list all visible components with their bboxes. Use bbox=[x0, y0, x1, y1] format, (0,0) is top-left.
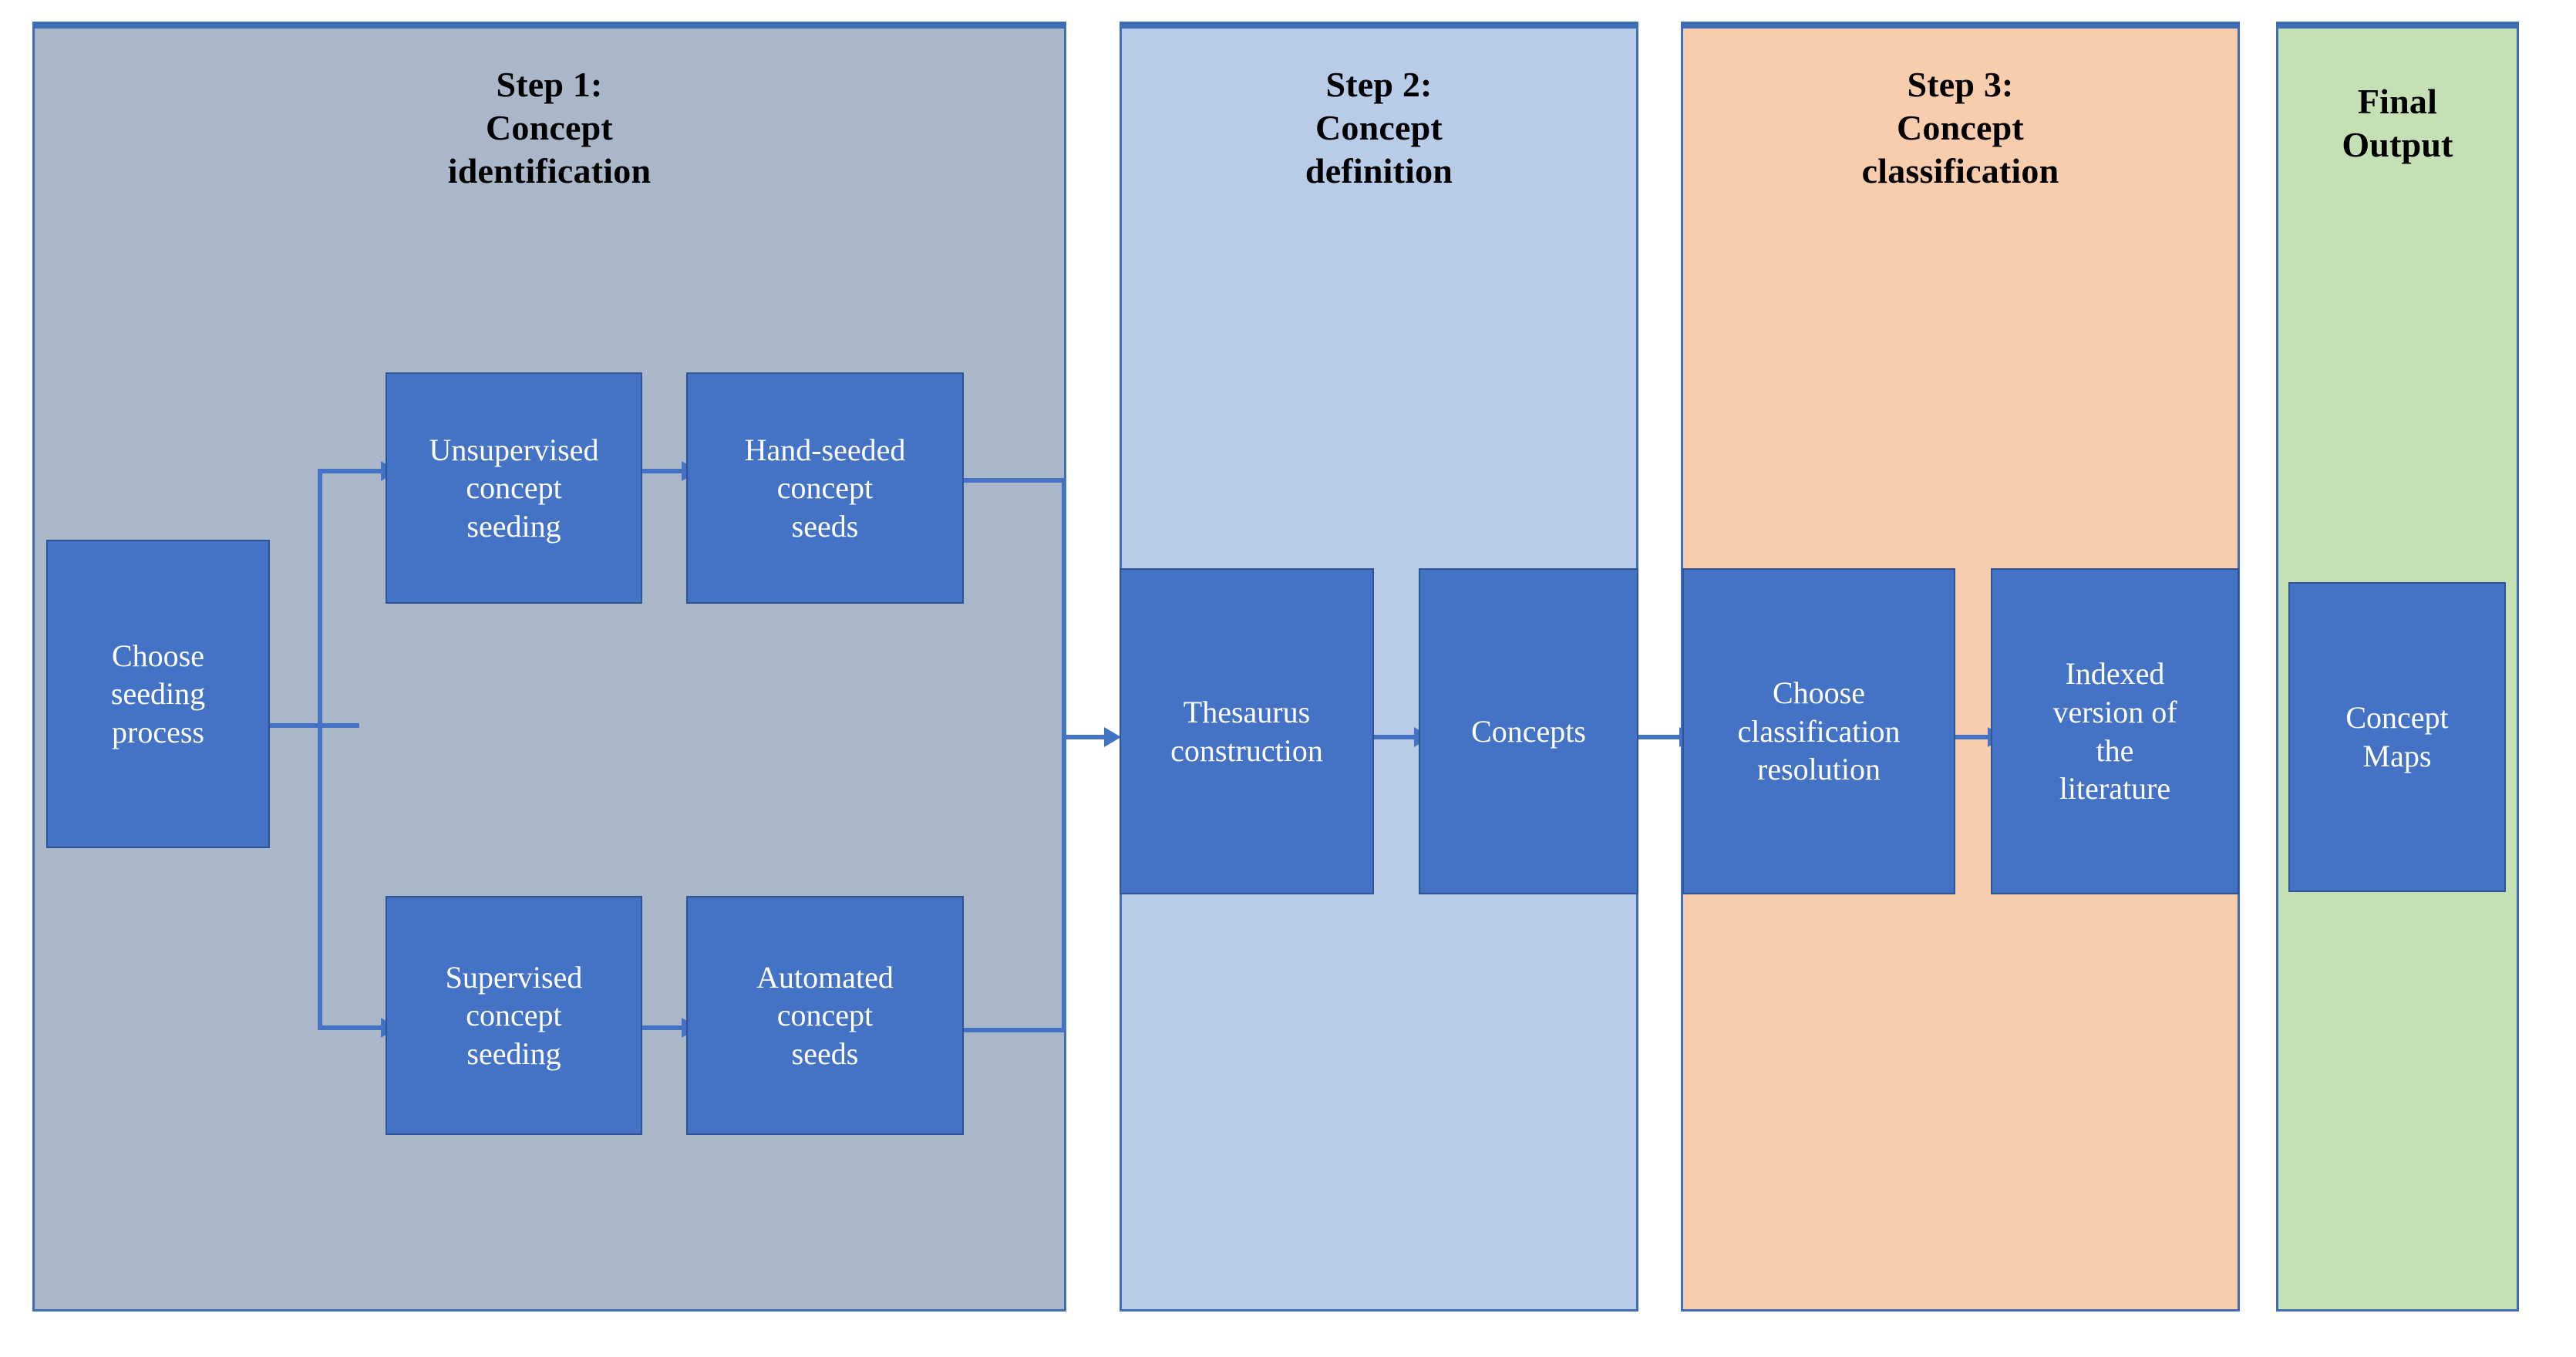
panel-step1-title: Step 1: Concept identification bbox=[447, 65, 652, 191]
node-label: Concept Maps bbox=[2345, 700, 2449, 773]
node-indexed-version-of-the-literature[interactable]: Indexed version of the literature bbox=[1991, 568, 2239, 894]
edge-automated-to-merge bbox=[964, 1028, 1066, 1032]
panel-final-output-title: Final Output bbox=[2342, 82, 2453, 165]
node-label: Automated concept seeds bbox=[756, 959, 894, 1071]
edge-unsupervised-to-handseeded bbox=[641, 469, 686, 473]
node-concept-maps[interactable]: Concept Maps bbox=[2288, 582, 2506, 892]
node-label: Hand-seeded concept seeds bbox=[744, 432, 906, 544]
panel-step3-title: Step 3: Concept classification bbox=[1861, 65, 2059, 191]
edge-concepts-to-classification bbox=[1637, 735, 1685, 739]
node-label: Supervised concept seeding bbox=[445, 959, 583, 1071]
edge-merge-column bbox=[1062, 478, 1066, 1030]
edge-merge-to-thesaurus bbox=[1062, 735, 1108, 739]
edge-choose-to-split bbox=[268, 723, 359, 728]
edge-supervised-to-automated bbox=[641, 1025, 686, 1030]
node-automated-seeds[interactable]: Automated concept seeds bbox=[686, 896, 964, 1135]
node-label: Thesaurus construction bbox=[1170, 694, 1323, 768]
node-label: Choose seeding process bbox=[110, 638, 206, 749]
node-label: Concepts bbox=[1471, 713, 1586, 749]
node-label: Choose classification resolution bbox=[1737, 675, 1901, 787]
node-unsupervised-seeding[interactable]: Unsupervised concept seeding bbox=[386, 372, 642, 604]
panel-step2-title: Step 2: Concept definition bbox=[1305, 65, 1453, 191]
edge-split-to-unsupervised bbox=[318, 469, 386, 473]
arrowhead-to-thesaurus bbox=[1104, 727, 1121, 747]
edge-split-to-supervised bbox=[318, 1025, 386, 1030]
node-choose-classification-resolution[interactable]: Choose classification resolution bbox=[1682, 568, 1955, 894]
edge-split-column bbox=[318, 469, 322, 1030]
node-choose-seeding-process[interactable]: Choose seeding process bbox=[46, 540, 270, 848]
node-hand-seeded-seeds[interactable]: Hand-seeded concept seeds bbox=[686, 372, 964, 604]
node-concepts[interactable]: Concepts bbox=[1419, 568, 1638, 894]
edge-thesaurus-to-concepts bbox=[1374, 735, 1419, 739]
node-label: Unsupervised concept seeding bbox=[429, 432, 599, 544]
node-thesaurus-construction[interactable]: Thesaurus construction bbox=[1120, 568, 1374, 894]
node-supervised-seeding[interactable]: Supervised concept seeding bbox=[386, 896, 642, 1135]
edge-classification-to-indexed bbox=[1955, 735, 1991, 739]
edge-handseeded-to-merge bbox=[964, 478, 1066, 483]
node-label: Indexed version of the literature bbox=[2052, 656, 2177, 806]
